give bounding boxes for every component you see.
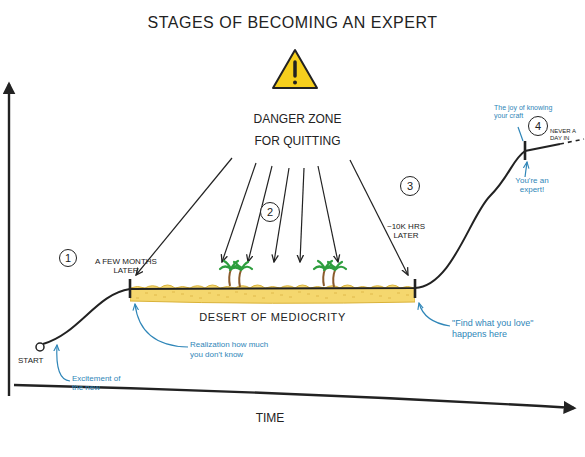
warning-mark [293, 62, 297, 76]
stage-tick [524, 141, 527, 160]
palm-tree [230, 262, 252, 287]
danger-arrow [300, 168, 304, 262]
callout-number: 3 [407, 181, 413, 192]
callout-number-circle: 1 [59, 249, 77, 267]
callout-arrow [525, 162, 527, 177]
progress-curve-dashed [560, 139, 584, 144]
callout-note: You're an expert! [508, 176, 556, 194]
callout-note: The joy of knowing your craft [494, 104, 562, 120]
milestone-label: ~10K HRS LATER [384, 222, 428, 240]
palm-tree [324, 262, 346, 287]
desert-texture [136, 292, 409, 298]
palm-tree [220, 261, 242, 286]
stage-tick [414, 279, 417, 298]
callout-arrow [419, 303, 450, 326]
note-label: NEVER A DAY IN [550, 128, 585, 142]
desert-shape [130, 278, 415, 304]
danger-arrow [350, 160, 408, 275]
start-point [36, 343, 44, 351]
callout-number: 4 [535, 121, 541, 132]
desert-band: DESERT OF MEDIOCRITY [130, 278, 415, 304]
callout-number-circle: 3 [400, 176, 420, 196]
callout-note: Realization how much you don't know [190, 340, 282, 359]
callout-leader [518, 127, 523, 141]
warning-dot [293, 81, 297, 85]
danger-arrow [222, 163, 256, 262]
palm-tree [314, 261, 336, 286]
y-axis [8, 84, 10, 396]
stage-name: DESERT OF MEDIOCRITY [130, 312, 415, 323]
start-label: START [18, 356, 58, 365]
callout-arrow [135, 304, 188, 347]
milestone-label: A FEW MONTHS LATER [94, 257, 158, 275]
danger-zone-label: DANGER ZONE FOR QUITTING [240, 108, 355, 152]
callout-arrow [57, 345, 70, 381]
callout-note: "Find what you love" happens here [452, 318, 552, 340]
stage-tick [129, 279, 132, 298]
desert-fill [130, 285, 415, 303]
callout-number-circle: 2 [260, 202, 280, 222]
callout-number: 2 [267, 207, 273, 218]
warning-triangle [273, 50, 317, 88]
axis-label: TIME [245, 412, 295, 426]
diagram-title: STAGES OF BECOMING AN EXPERT [0, 14, 585, 32]
progress-curve [43, 144, 560, 344]
callout-number: 1 [65, 253, 71, 264]
callout-note: Excitement of the new [72, 374, 130, 392]
callout-number-circle: 4 [528, 116, 548, 136]
danger-arrow [318, 166, 338, 262]
